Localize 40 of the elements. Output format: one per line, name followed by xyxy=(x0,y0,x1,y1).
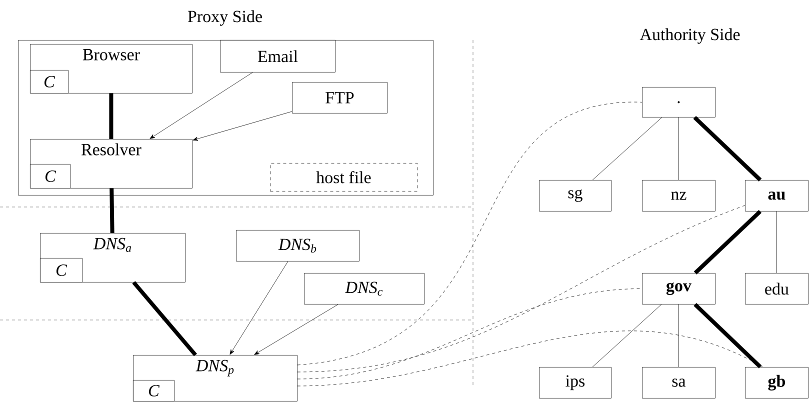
connector xyxy=(297,331,764,386)
domain-box: . xyxy=(642,87,716,118)
connector xyxy=(693,116,762,182)
connector xyxy=(694,210,762,274)
cache-box: C xyxy=(40,258,82,282)
connector xyxy=(110,188,114,234)
domain-box: sg xyxy=(539,180,612,212)
section-heading: Authority Side xyxy=(640,28,740,44)
domain-box: ips xyxy=(539,367,612,398)
connector xyxy=(297,205,746,372)
connector xyxy=(192,111,292,141)
cache-box: C xyxy=(30,70,68,94)
domain-box: nz xyxy=(642,180,716,212)
connector xyxy=(776,211,777,274)
connector xyxy=(297,288,642,380)
dashed-box: host file xyxy=(270,163,418,192)
process-box: DNS$_{c}$ xyxy=(304,273,424,304)
process-box: DNS$_{b}$ xyxy=(236,230,360,262)
domain-box: gb xyxy=(745,367,808,398)
connector xyxy=(109,93,114,139)
connector xyxy=(230,261,288,355)
connector xyxy=(254,304,338,355)
cache-box: C xyxy=(133,380,174,402)
group-frame xyxy=(18,40,434,196)
connector xyxy=(297,102,642,366)
connector xyxy=(132,281,198,356)
connector xyxy=(592,117,662,180)
process-box: Email xyxy=(220,40,336,72)
domain-box: au xyxy=(745,180,808,212)
connector xyxy=(678,304,679,368)
connector xyxy=(694,302,762,368)
domain-box: edu xyxy=(745,273,808,304)
cache-box: C xyxy=(30,164,70,188)
section-heading: Proxy Side xyxy=(188,10,262,26)
process-box: FTP xyxy=(292,82,388,114)
domain-box: gov xyxy=(642,273,716,304)
domain-box: sa xyxy=(642,367,716,398)
connector xyxy=(592,304,662,368)
connector xyxy=(150,72,253,139)
connector xyxy=(678,117,679,180)
